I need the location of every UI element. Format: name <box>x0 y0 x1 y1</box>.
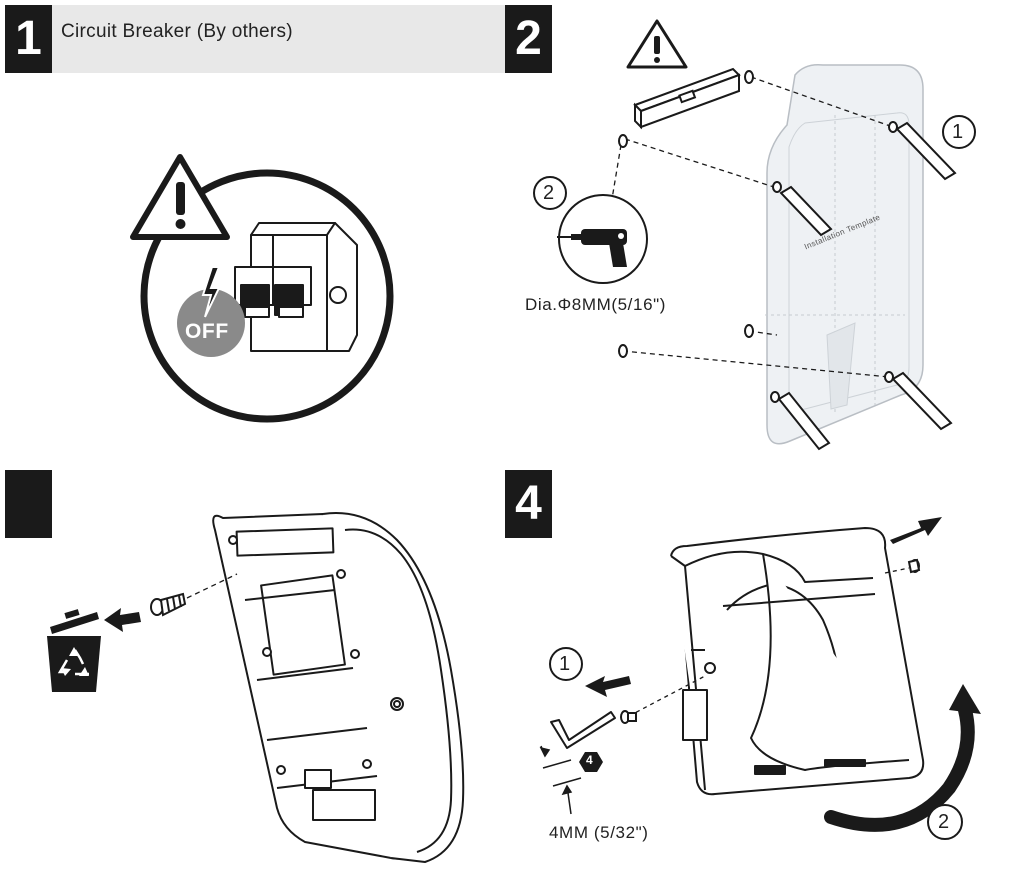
step-1-number: 1 <box>5 5 52 73</box>
drill-size-label: Dia.Φ8MM(5/16") <box>525 295 667 314</box>
hex-key-icon <box>550 711 616 749</box>
screw-icon <box>907 558 921 574</box>
callout-1 <box>942 115 976 149</box>
callout-2 <box>927 804 963 840</box>
step-1-panel: 1 Circuit Breaker (By others) <box>5 5 507 472</box>
breaker-icon <box>234 222 358 352</box>
step-1-illustration <box>130 154 394 423</box>
lightning-icon <box>201 266 221 318</box>
callout-2-label: 2 <box>938 811 950 833</box>
dryer-back-view <box>212 512 465 863</box>
callout-1 <box>549 647 583 681</box>
off-label: OFF <box>185 320 229 343</box>
off-badge <box>177 266 245 357</box>
warning-icon <box>626 19 688 69</box>
screw-icon <box>150 592 187 617</box>
step-3-number <box>5 470 52 538</box>
warning-icon <box>130 154 230 240</box>
recycle-icon <box>57 647 89 676</box>
step-2-illustration <box>533 19 976 451</box>
hex-nut-icon <box>579 752 603 772</box>
callout-1-label: 1 <box>952 121 964 143</box>
step-4-panel: 4 <box>505 470 1005 879</box>
step-2-number: 2 <box>505 5 552 73</box>
rotate-arrow-icon <box>824 703 975 832</box>
callout-1-label: 1 <box>559 653 571 675</box>
wrench-size-label: 4MM (5/32") <box>549 823 649 842</box>
spirit-level-icon <box>633 67 741 130</box>
arrow-icon <box>890 517 942 544</box>
step-1-title-bar: Circuit Breaker (By others) <box>52 5 505 73</box>
installation-template <box>765 63 924 445</box>
callout-2 <box>533 176 567 210</box>
guide-line <box>186 573 238 599</box>
step-4-illustration <box>539 517 981 840</box>
step-3-panel <box>5 470 507 879</box>
hex-size-label: 4 <box>586 753 594 767</box>
step-4-number: 4 <box>505 470 552 538</box>
step-3-illustration <box>47 512 465 863</box>
dimension-lines <box>539 745 582 815</box>
dryer-front-view <box>670 527 925 796</box>
arrow-icon <box>104 608 141 632</box>
arrow-icon <box>585 676 631 697</box>
callout-2-label: 2 <box>543 182 555 204</box>
drill-icon <box>557 229 627 267</box>
hole-markers <box>618 70 898 403</box>
anchor-icons <box>777 121 957 451</box>
step-2-panel: 2 <box>505 5 1005 472</box>
screw-icon <box>620 710 637 724</box>
trash-icon <box>47 609 101 692</box>
step-1-title: Circuit Breaker (By others) <box>61 21 293 42</box>
